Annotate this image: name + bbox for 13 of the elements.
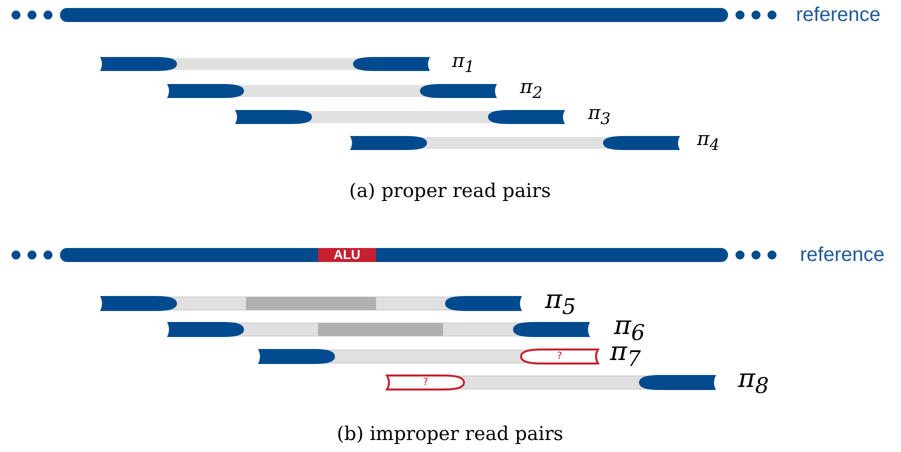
read-pair-label: π$_{5}$ (545, 287, 576, 319)
reference-label: reference (796, 5, 880, 25)
read-pair-label: π$_{1}$ (452, 52, 475, 75)
subfigure-caption: (b) improper read pairs (336, 423, 564, 445)
unmapped-read: ? (387, 375, 464, 390)
subfigure-caption: (a) proper read pairs (349, 180, 551, 202)
alu-element: ALU (318, 248, 376, 262)
reference-label: reference (800, 245, 884, 265)
read-pair-label: π$_{4}$ (697, 130, 720, 153)
unmapped-read: ? (521, 349, 598, 364)
read-pair-label: π$_{3}$ (588, 104, 611, 127)
read-pair-label: π$_{2}$ (520, 78, 543, 101)
read-pair-label: π$_{8}$ (738, 366, 769, 398)
